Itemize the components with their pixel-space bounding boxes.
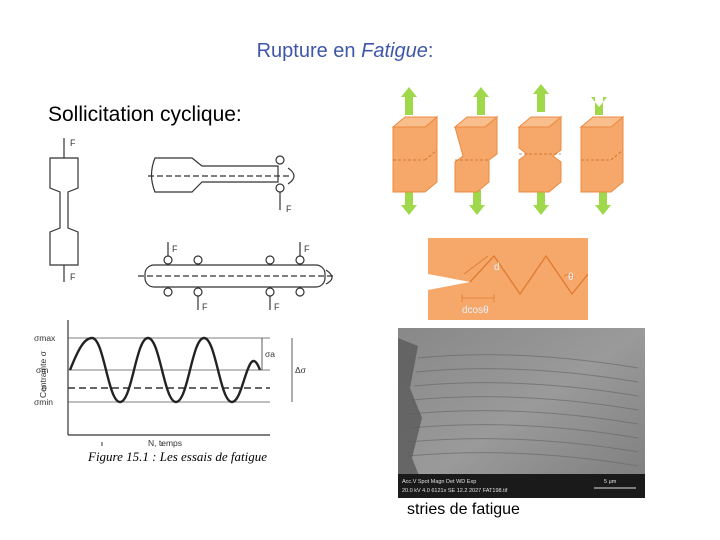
arrow-down-icon (591, 97, 607, 115)
sigma-a-label: σa (265, 349, 275, 359)
sem-image (398, 328, 645, 498)
arrow-up-icon (533, 84, 549, 112)
stress-cycle-plot: σmax σm 0 σmin σa Δσ N, temps Contrainte… (34, 320, 307, 448)
force-label: F (70, 272, 76, 282)
crack-growth-diagram: d θ dcosθ (428, 238, 588, 320)
block-1 (392, 115, 438, 193)
section-subtitle: Sollicitation cyclique: (48, 103, 242, 126)
crack-path (469, 254, 588, 296)
block-2 (454, 115, 498, 193)
databar-line2: 20.0 kV 4.0 6121x SE 12.2 2027 FAT198.ti… (402, 488, 508, 494)
crack-notch (428, 274, 470, 290)
arrow-down-icon (533, 190, 549, 215)
title-colon: : (427, 40, 434, 62)
force-label: F (304, 244, 310, 254)
sem-caption: stries de fatigue (407, 501, 520, 518)
fracture-edge (398, 338, 422, 478)
scale-label: 5 µm (604, 479, 617, 485)
force-label: F (202, 302, 208, 312)
tensile-specimen (49, 157, 79, 266)
block-4 (580, 115, 624, 193)
bearing-bottom (275, 183, 285, 193)
arrow-down-icon (401, 190, 417, 215)
force-label: F (286, 204, 292, 214)
arrow-down-icon (469, 190, 485, 215)
x-axis-label: N, temps (148, 438, 182, 448)
delta-sigma-label: Δσ (295, 365, 307, 375)
d-label: d (494, 262, 500, 273)
dcos-label: dcosθ (462, 305, 489, 316)
sigma-min-label: σmin (34, 397, 53, 407)
sigma-max-label: σmax (34, 333, 56, 343)
title-text: Rupture en (256, 40, 362, 62)
sigma-mean-label: σm (36, 365, 48, 375)
sem-databar (398, 474, 645, 498)
bending-bar (144, 264, 326, 288)
arrow-up-icon (473, 87, 489, 115)
databar-line1: Acc.V Spot Magn Det WD Exp (402, 479, 476, 485)
bar-rotation-icon (325, 269, 333, 285)
fatigue-test-figure: F F F F F F F σmax σm 0 σmin σa Δσ N, te… (34, 138, 335, 448)
theta-label: θ (568, 272, 574, 283)
zero-label: 0 (42, 383, 47, 393)
rotation-icon (287, 167, 295, 185)
block-3 (518, 115, 562, 193)
rotating-specimen (150, 157, 279, 193)
figure-caption: Figure 15.1 : Les essais de fatigue (88, 449, 267, 464)
slip-blocks-diagram (391, 84, 625, 215)
arrow-group (401, 84, 611, 215)
title-italic-text: Fatigue (361, 40, 428, 62)
arrow-up-icon (401, 87, 417, 115)
arrow-up-icon (595, 190, 611, 215)
stress-wave (68, 336, 262, 404)
force-label: F (274, 302, 280, 312)
y-axis-label: Contrainte σ (38, 350, 48, 398)
bearing-top (275, 155, 285, 165)
force-label: F (70, 138, 76, 148)
sem-micrograph: Acc.V Spot Magn Det WD Exp 20.0 kV 4.0 6… (398, 328, 645, 498)
fatigue-striations (407, 354, 639, 467)
force-label: F (172, 244, 178, 254)
slide-title: Rupture en Fatigue: (0, 40, 690, 63)
